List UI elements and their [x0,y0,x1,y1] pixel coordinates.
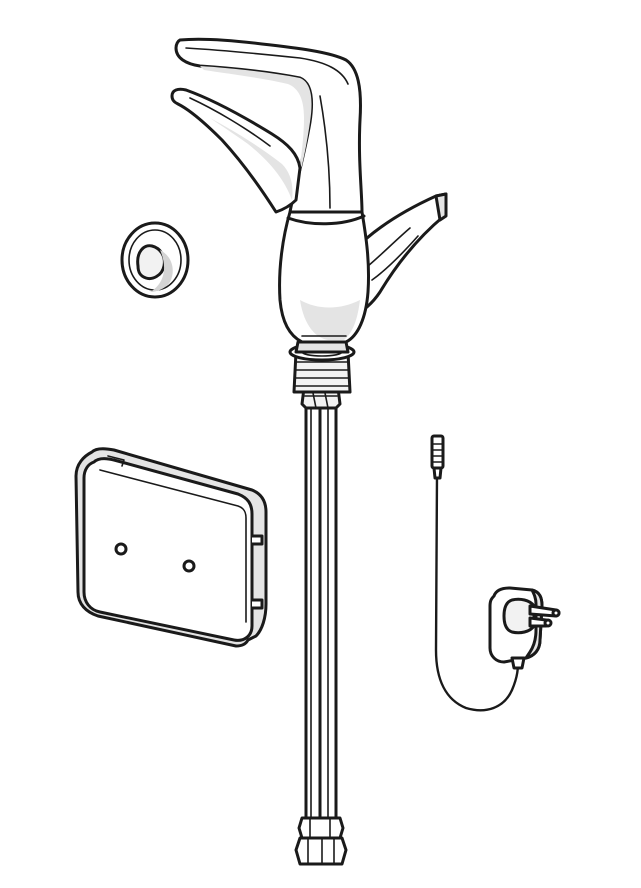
sensor-hole-right [182,559,196,573]
sensor-cable [434,472,520,712]
cable-connector [430,434,445,480]
sensor-hole-left [114,542,128,556]
hose-fittings [294,816,348,866]
side-lever [350,192,448,318]
cover-disc [120,221,190,299]
lever-handle [170,87,302,214]
mounting-nut [288,340,356,394]
sensor-cover-plate [74,447,268,648]
plug-pins [528,604,561,628]
faucet-body [278,210,371,344]
supply-hoses [304,390,338,824]
power-adapter [488,586,544,670]
